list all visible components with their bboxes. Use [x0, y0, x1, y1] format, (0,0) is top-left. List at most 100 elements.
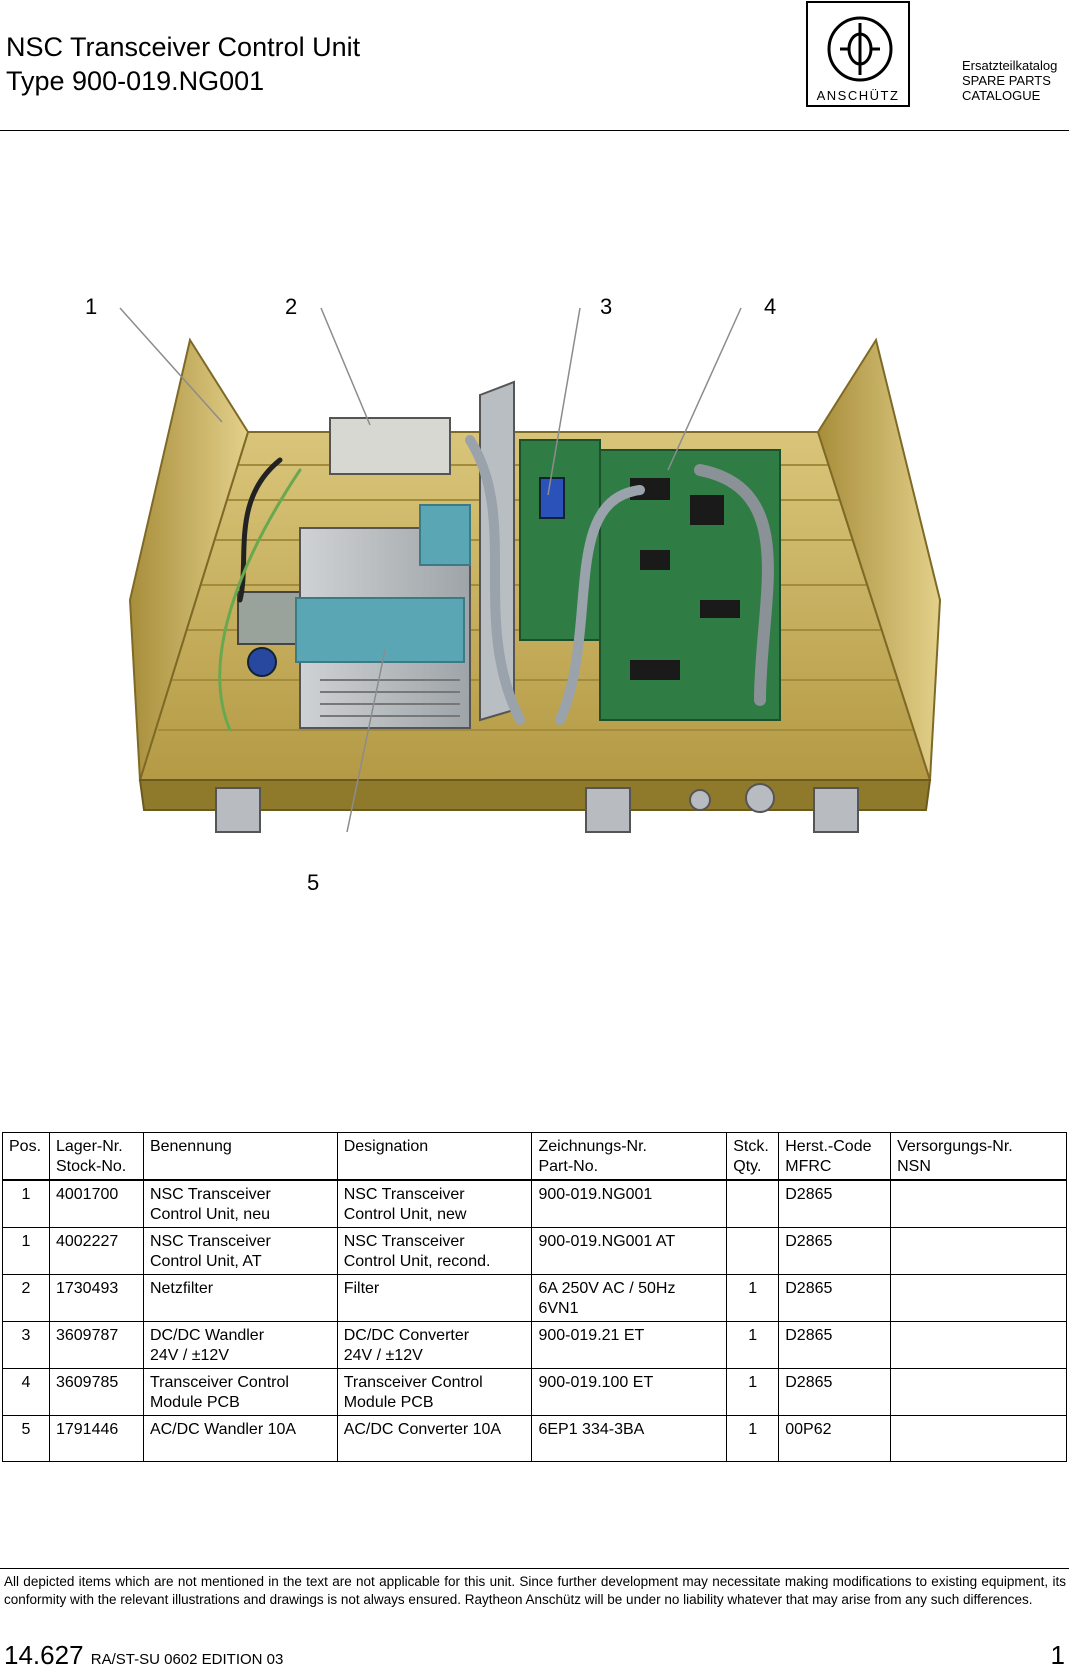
dcdc-blue-component	[539, 477, 565, 519]
footer-divider	[0, 1568, 1069, 1569]
cell-pos: 5	[2, 1415, 50, 1462]
cell-pos: 3	[2, 1321, 50, 1369]
document-id: 14.627 RA/ST-SU 0602 EDITION 03	[4, 1640, 283, 1671]
cable-harness	[218, 435, 774, 732]
catalog-label-en: SPARE PARTS	[962, 73, 1051, 88]
acdc-top-panel	[419, 504, 471, 566]
table-header-row: Pos. Lager-Nr.Stock-No. Benennung Design…	[2, 1132, 1067, 1181]
title-line-2: Type 900-019.NG001	[6, 66, 265, 96]
cell-pos: 4	[2, 1368, 50, 1416]
cell-nsn	[890, 1321, 1067, 1369]
cell-stock: 1791446	[48, 1415, 144, 1462]
anschuetz-emblem-icon	[827, 16, 893, 82]
cell-stock: 3609787	[48, 1321, 144, 1369]
cell-designation: Filter	[336, 1274, 533, 1322]
cell-mfrc: D2865	[778, 1274, 892, 1322]
table-row: 5 1791446 AC/DC Wandler 10A AC/DC Conver…	[2, 1415, 1067, 1462]
cell-pos: 1	[2, 1227, 50, 1275]
unit-photo: 1 2 3 4 5	[0, 294, 1069, 920]
terminal-block	[237, 591, 301, 645]
cell-qty	[726, 1180, 780, 1228]
cell-stock: 1730493	[48, 1274, 144, 1322]
cell-mfrc: D2865	[778, 1368, 892, 1416]
cell-part-no: 900-019.21 ET	[531, 1321, 728, 1369]
logo-text: ANSCHÜTZ	[816, 88, 900, 103]
cell-mfrc: D2865	[778, 1321, 892, 1369]
cell-designation: AC/DC Converter 10A	[336, 1415, 533, 1462]
col-header-nsn: Versorgungs-Nr.NSN	[890, 1132, 1067, 1181]
callout-3: 3	[600, 294, 613, 319]
parts-table: Pos. Lager-Nr.Stock-No. Benennung Design…	[2, 1132, 1067, 1462]
col-header-benennung: Benennung	[142, 1132, 338, 1181]
anschuetz-logo: ANSCHÜTZ	[806, 1, 910, 107]
callout-4: 4	[764, 294, 777, 319]
cell-qty	[726, 1227, 780, 1275]
housing-front-wall	[138, 779, 932, 811]
cell-stock: 3609785	[48, 1368, 144, 1416]
cell-qty: 1	[726, 1415, 780, 1462]
col-header-stock: Lager-Nr.Stock-No.	[48, 1132, 144, 1181]
table-row: 2 1730493 Netzfilter Filter 6A 250V AC /…	[2, 1274, 1067, 1322]
catalog-label-de: Ersatzteilkatalog	[962, 58, 1058, 73]
cell-benennung: Netzfilter	[142, 1274, 338, 1322]
heatsink-fins	[320, 679, 460, 717]
col-header-pos: Pos.	[2, 1132, 50, 1181]
acdc-front-panel	[295, 597, 465, 663]
col-header-qty: Stck.Qty.	[726, 1132, 780, 1181]
cell-mfrc: D2865	[778, 1180, 892, 1228]
cell-part-no: 900-019.NG001	[531, 1180, 728, 1228]
cell-pos: 1	[2, 1180, 50, 1228]
page-number: 1	[1050, 1640, 1065, 1670]
cell-part-no: 900-019.100 ET	[531, 1368, 728, 1416]
page-title: NSC Transceiver Control Unit Type 900-01…	[6, 30, 360, 98]
cell-stock: 4002227	[48, 1227, 144, 1275]
callout-1: 1	[85, 294, 98, 319]
cell-pos: 2	[2, 1274, 50, 1322]
callout-5: 5	[307, 870, 320, 895]
blue-capacitor	[247, 647, 277, 677]
disclaimer-text: All depicted items which are not mention…	[4, 1574, 1066, 1607]
cell-qty: 1	[726, 1274, 780, 1322]
callout-leader-lines	[119, 307, 742, 833]
cell-nsn	[890, 1227, 1067, 1275]
cell-part-no: 6EP1 334-3BA	[531, 1415, 728, 1462]
document-edition: RA/ST-SU 0602 EDITION 03	[90, 1651, 284, 1668]
header-divider	[0, 130, 1069, 131]
unit-illustration	[119, 307, 942, 833]
document-number: 14.627	[4, 1640, 84, 1670]
cell-nsn	[890, 1368, 1067, 1416]
cell-part-no: 900-019.NG001 AT	[531, 1227, 728, 1275]
cell-benennung: AC/DC Wandler 10A	[142, 1415, 338, 1462]
col-header-part-no: Zeichnungs-Nr.Part-No.	[531, 1132, 728, 1181]
cell-qty: 1	[726, 1368, 780, 1416]
cell-mfrc: D2865	[778, 1227, 892, 1275]
cable-glands	[215, 783, 859, 833]
cell-nsn	[890, 1180, 1067, 1228]
title-line-1: NSC Transceiver Control Unit	[6, 32, 361, 62]
cell-qty: 1	[726, 1321, 780, 1369]
col-header-designation: Designation	[336, 1132, 533, 1181]
cell-stock: 4001700	[48, 1180, 144, 1228]
cell-nsn	[890, 1415, 1067, 1462]
callout-2: 2	[285, 294, 298, 319]
cell-nsn	[890, 1274, 1067, 1322]
cell-mfrc: 00P62	[778, 1415, 892, 1462]
catalog-label: Ersatzteilkatalog SPARE PARTS CATALOGUE	[962, 58, 1057, 103]
mains-filter	[329, 417, 451, 475]
catalog-label-en2: CATALOGUE	[962, 88, 1041, 103]
